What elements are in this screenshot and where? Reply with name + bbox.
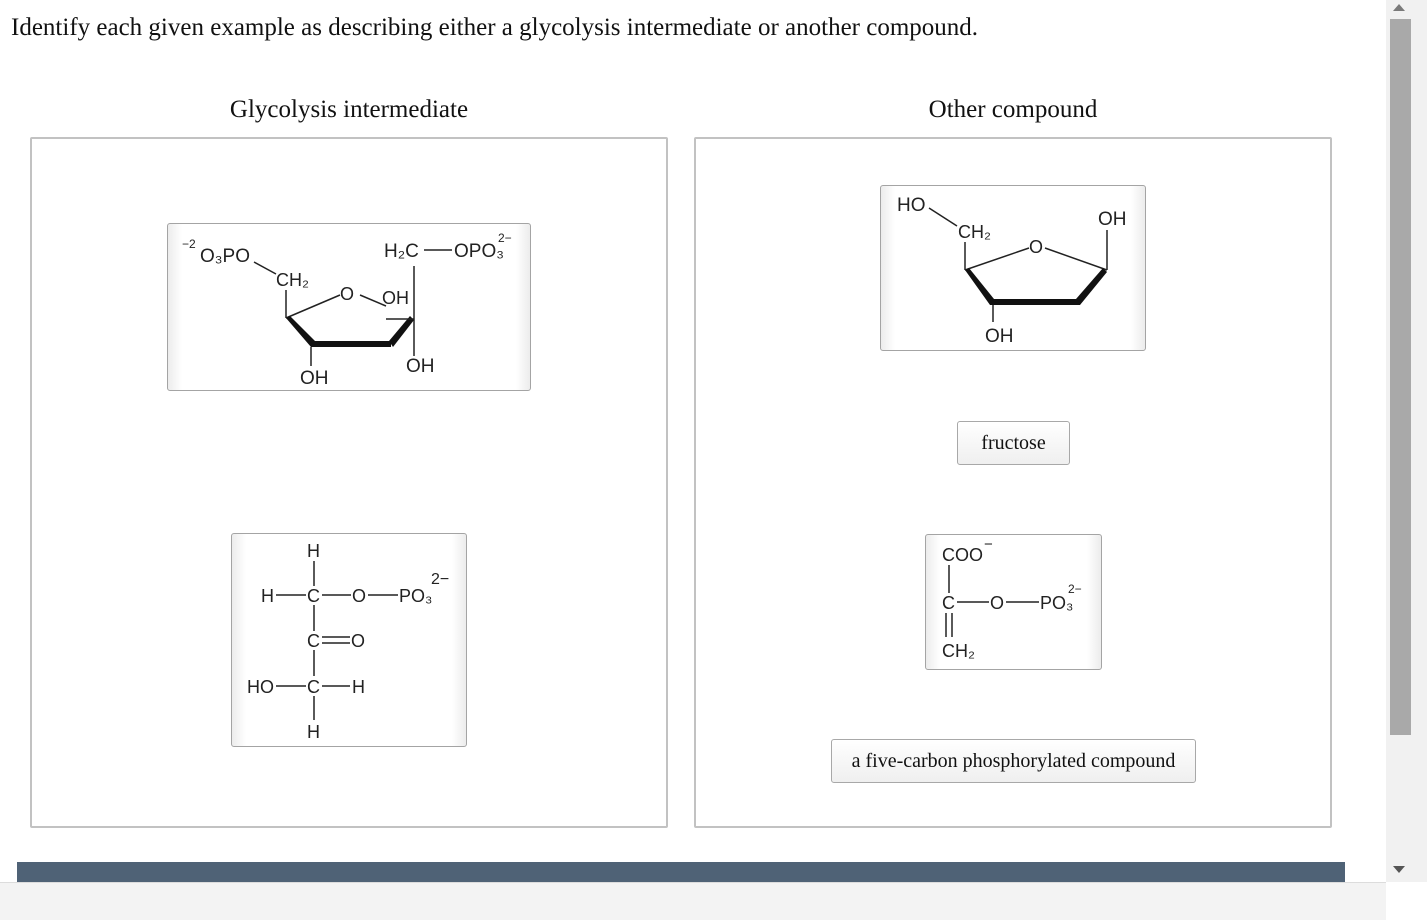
- opo3-label: OPO₃: [454, 241, 504, 262]
- charge-label: 2−: [431, 571, 449, 588]
- fructose-bisphosphate-structure: −2 O₃PO CH₂ O OH H₂C OPO₃ 2− OH OH: [182, 231, 512, 389]
- footer-strip: [0, 882, 1386, 920]
- pentose-ring-card[interactable]: HO CH₂ O OH OH: [880, 185, 1146, 351]
- ch2-label: CH₂: [942, 641, 975, 661]
- po3-label: PO₃: [399, 586, 432, 606]
- carbon-2-label: C: [307, 631, 320, 651]
- fructose-chip[interactable]: fructose: [957, 421, 1070, 465]
- fructose-bisphosphate-card[interactable]: −2 O₃PO CH₂ O OH H₂C OPO₃ 2− OH OH: [167, 223, 531, 391]
- pentose-ring-structure: HO CH₂ O OH OH: [897, 195, 1127, 347]
- ring-oxygen-label: O: [340, 284, 354, 304]
- ho-label: HO: [247, 677, 274, 697]
- ch2-label: CH₂: [958, 222, 991, 242]
- charge-right-label: 2−: [498, 231, 512, 245]
- five-carbon-phosphorylated-chip[interactable]: a five-carbon phosphorylated compound: [831, 739, 1196, 783]
- other-bin-title: Other compound: [928, 96, 1098, 123]
- h2c-label: H₂C: [384, 241, 419, 262]
- ester-oxygen-label: O: [352, 586, 366, 606]
- scroll-down-icon[interactable]: [1393, 866, 1405, 873]
- h-top-label: H: [307, 541, 320, 561]
- oh-top-label: OH: [382, 288, 409, 308]
- carbonyl-oxygen-label: O: [351, 631, 365, 651]
- phosphorylated-triose-card[interactable]: H H C O PO₃ 2− C O HO C H H: [231, 533, 467, 747]
- oh-bottom-right-label: OH: [406, 356, 435, 377]
- scrollbar-thumb[interactable]: [1390, 19, 1411, 735]
- bottom-toolbar: [17, 862, 1345, 884]
- carbon-label: C: [942, 593, 955, 613]
- coo-label: COO: [942, 545, 983, 565]
- scroll-up-icon[interactable]: [1393, 4, 1405, 11]
- phosphorylated-triose-structure: H H C O PO₃ 2− C O HO C H H: [247, 541, 449, 742]
- charge-left-label: −2: [182, 237, 196, 251]
- charge-label: 2−: [1068, 582, 1082, 596]
- o3po-label: O₃PO: [200, 246, 250, 267]
- oh-right-label: OH: [1098, 209, 1127, 230]
- h-left-label: H: [261, 586, 274, 606]
- question-prompt: Identify each given example as describin…: [11, 14, 979, 41]
- po3-label: PO₃: [1040, 593, 1073, 613]
- carbon-1-label: C: [307, 586, 320, 606]
- glycolysis-bin-title: Glycolysis intermediate: [229, 96, 469, 123]
- oh-bottom-label: OH: [985, 326, 1014, 347]
- other-compound-bin[interactable]: HO CH₂ O OH OH fructose COO − C O PO₃: [694, 137, 1332, 828]
- carbon-3-label: C: [307, 677, 320, 697]
- ester-oxygen-label: O: [990, 593, 1004, 613]
- ch2-label: CH₂: [276, 270, 309, 290]
- phosphoenolpyruvate-structure: COO − C O PO₃ 2− CH₂: [942, 536, 1082, 661]
- h-right-label: H: [352, 677, 365, 697]
- carboxylate-minus-label: −: [984, 536, 993, 553]
- phosphoenolpyruvate-card[interactable]: COO − C O PO₃ 2− CH₂: [925, 534, 1102, 670]
- h-bottom-label: H: [307, 722, 320, 742]
- glycolysis-intermediate-bin[interactable]: −2 O₃PO CH₂ O OH H₂C OPO₃ 2− OH OH H: [30, 137, 668, 828]
- oh-bottom-left-label: OH: [300, 368, 329, 389]
- ho-label: HO: [897, 195, 926, 216]
- ring-oxygen-label: O: [1029, 237, 1043, 257]
